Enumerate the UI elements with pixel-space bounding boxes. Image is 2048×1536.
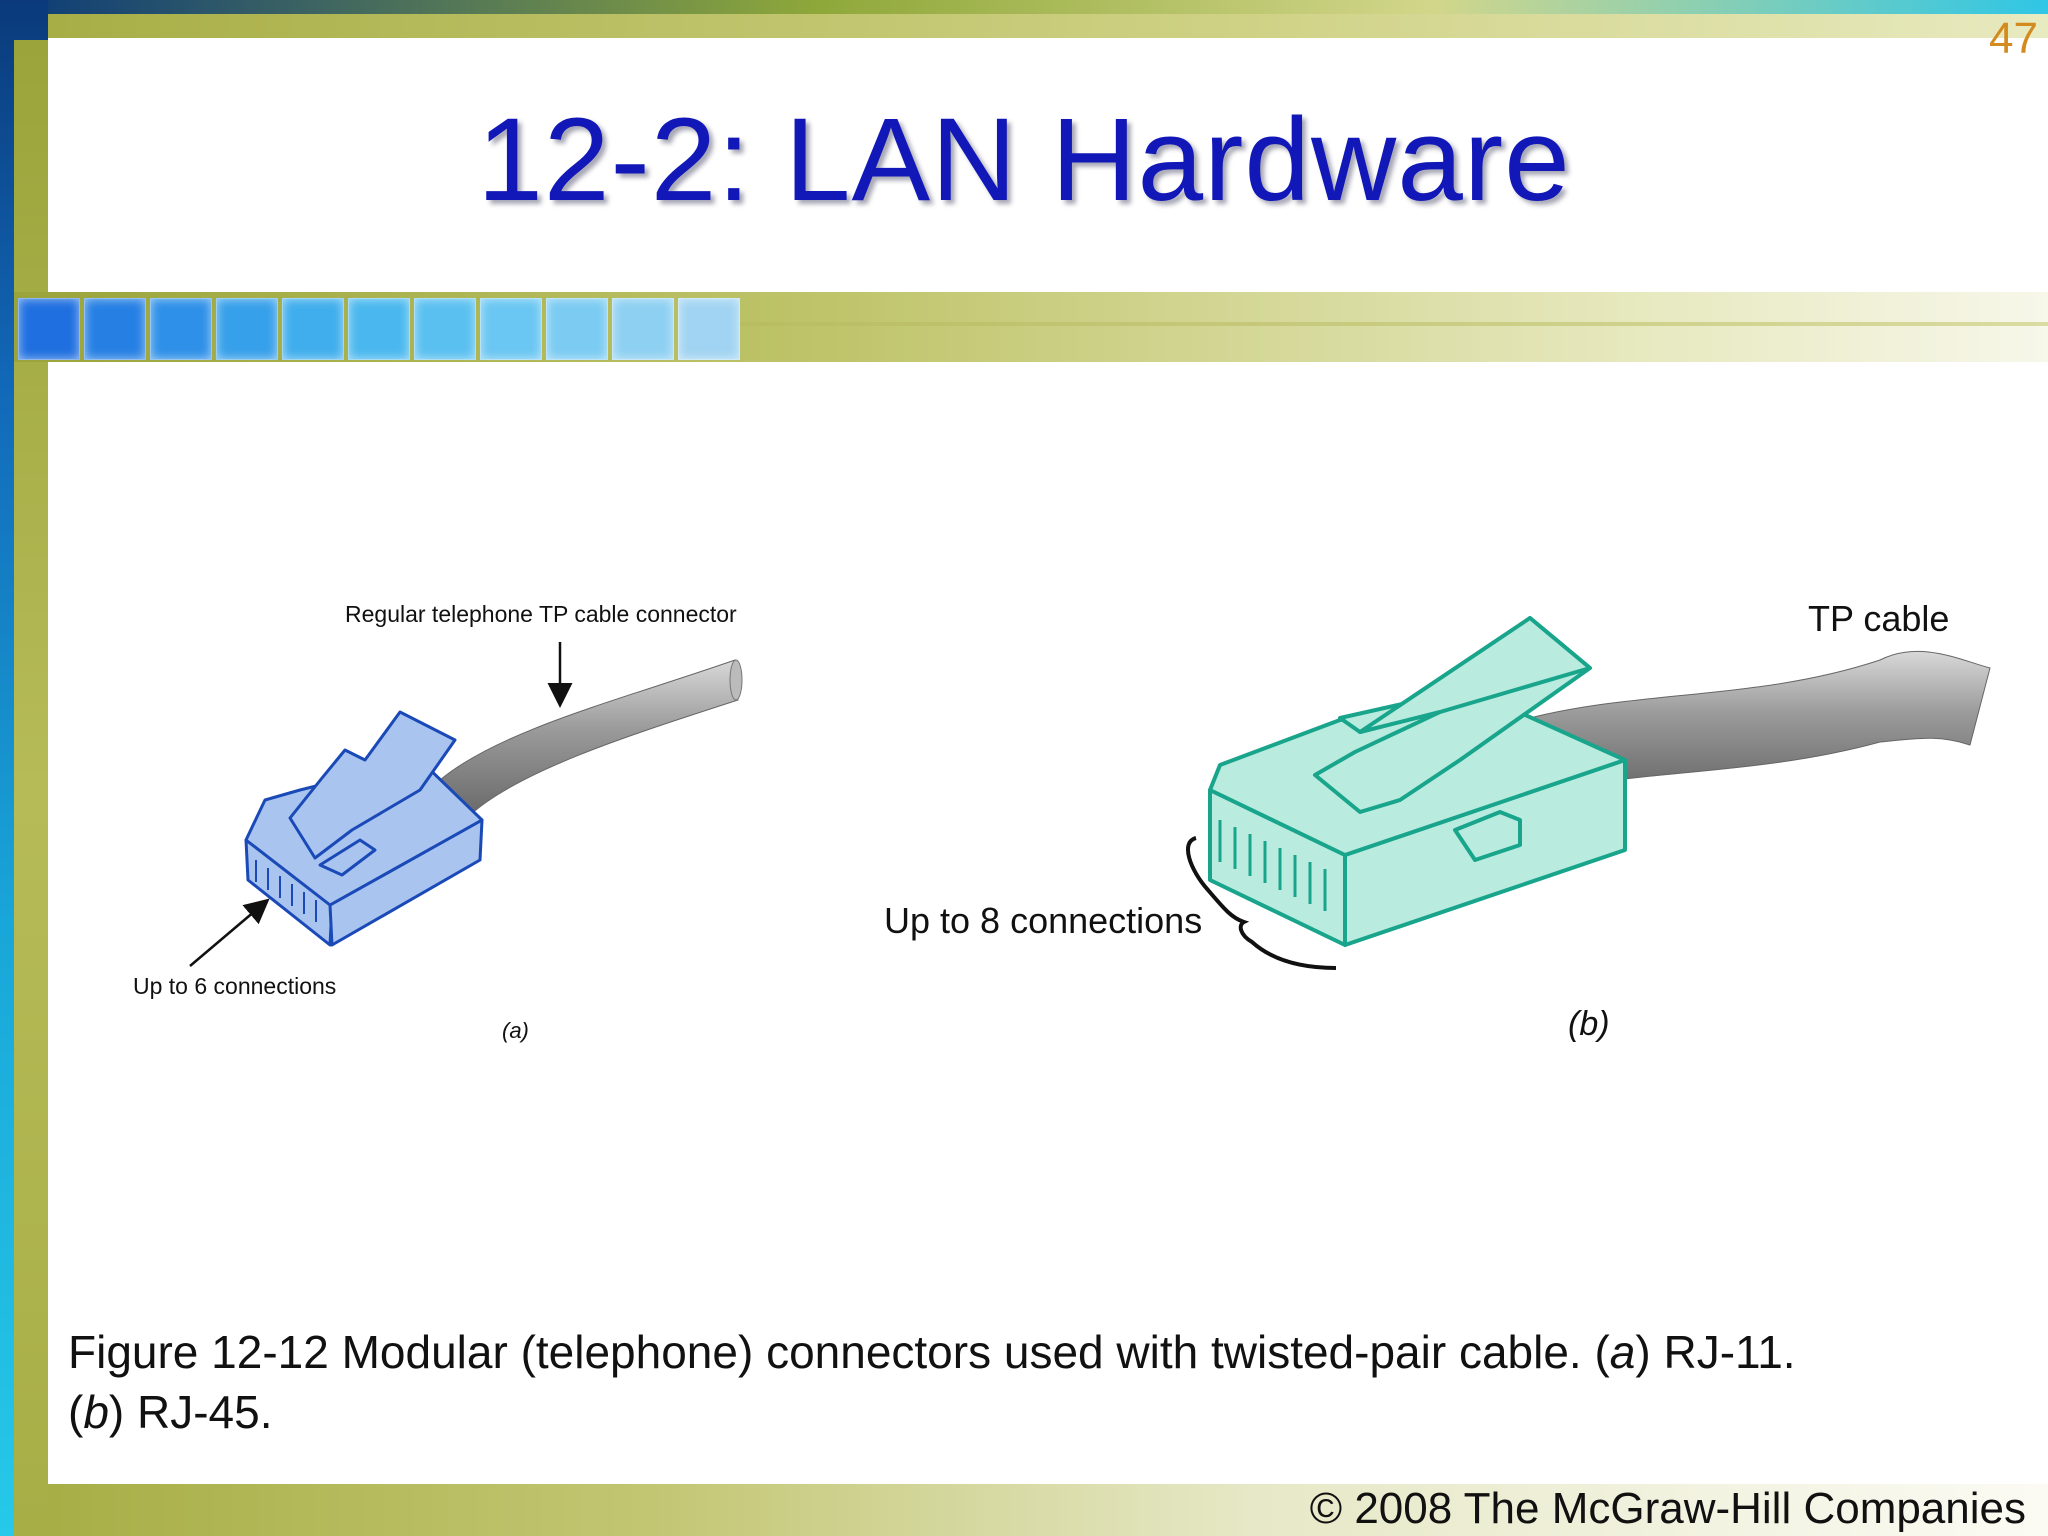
rj45-cable: [1529, 651, 1991, 791]
copyright-footer: © 2008 The McGraw-Hill Companies: [1309, 1484, 2026, 1533]
caption-b-italic: b: [83, 1386, 109, 1438]
caption-text: Figure 12-12 Modular (telephone) connect…: [68, 1326, 1610, 1378]
decorative-square: [282, 298, 344, 360]
decorative-square: [18, 298, 80, 360]
decorative-squares: [18, 298, 744, 360]
decorative-square: [216, 298, 278, 360]
caption-a-italic: a: [1609, 1326, 1636, 1378]
rj11-cable: [439, 659, 739, 816]
decorative-line: [720, 322, 2048, 326]
rj45-part-label: (b): [1568, 1005, 1610, 1043]
frame-top-inner-border: [48, 14, 2048, 38]
decorative-square: [612, 298, 674, 360]
decorative-square: [348, 298, 410, 360]
rj45-latch-upper: [1358, 616, 1592, 734]
rj11-connector: [244, 659, 743, 947]
rj45-key-notch: [1453, 810, 1522, 862]
caption-mid: ) RJ-11.: [1635, 1326, 1796, 1378]
rj11-cable-end: [729, 659, 743, 701]
rj11-top-label: Regular telephone TP cable connector: [345, 601, 737, 627]
decorative-square: [480, 298, 542, 360]
decorative-square: [678, 298, 740, 360]
connector-figure: Regular telephone TP cable connector Up …: [133, 598, 1991, 1043]
frame-bottom-border: [48, 1484, 2048, 1536]
rj45-connector: [1208, 616, 1991, 947]
caption-b-open: (: [68, 1386, 84, 1438]
rj45-top-label: TP cable: [1808, 598, 1949, 639]
figure-caption: Figure 12-12 Modular (telephone) connect…: [68, 1322, 2008, 1442]
decorative-square: [150, 298, 212, 360]
rj45-brace: [1186, 836, 1337, 970]
rj45-side-label: Up to 8 connections: [884, 900, 1202, 941]
rj11-bottom-label: Up to 6 connections: [133, 973, 336, 999]
decorative-square: [546, 298, 608, 360]
rj11-latch: [288, 710, 457, 860]
decorative-square: [414, 298, 476, 360]
rj11-part-label: (a): [502, 1018, 529, 1043]
caption-end: ) RJ-45.: [108, 1386, 273, 1438]
frame-left-olive-border: [14, 40, 48, 1536]
rj11-latch-tab: [318, 838, 377, 877]
decorative-square: [84, 298, 146, 360]
slide-number: 47: [1989, 14, 2038, 63]
slide-title: 12-2: LAN Hardware: [477, 94, 1571, 226]
rj11-bottom-arrow: [189, 898, 270, 967]
